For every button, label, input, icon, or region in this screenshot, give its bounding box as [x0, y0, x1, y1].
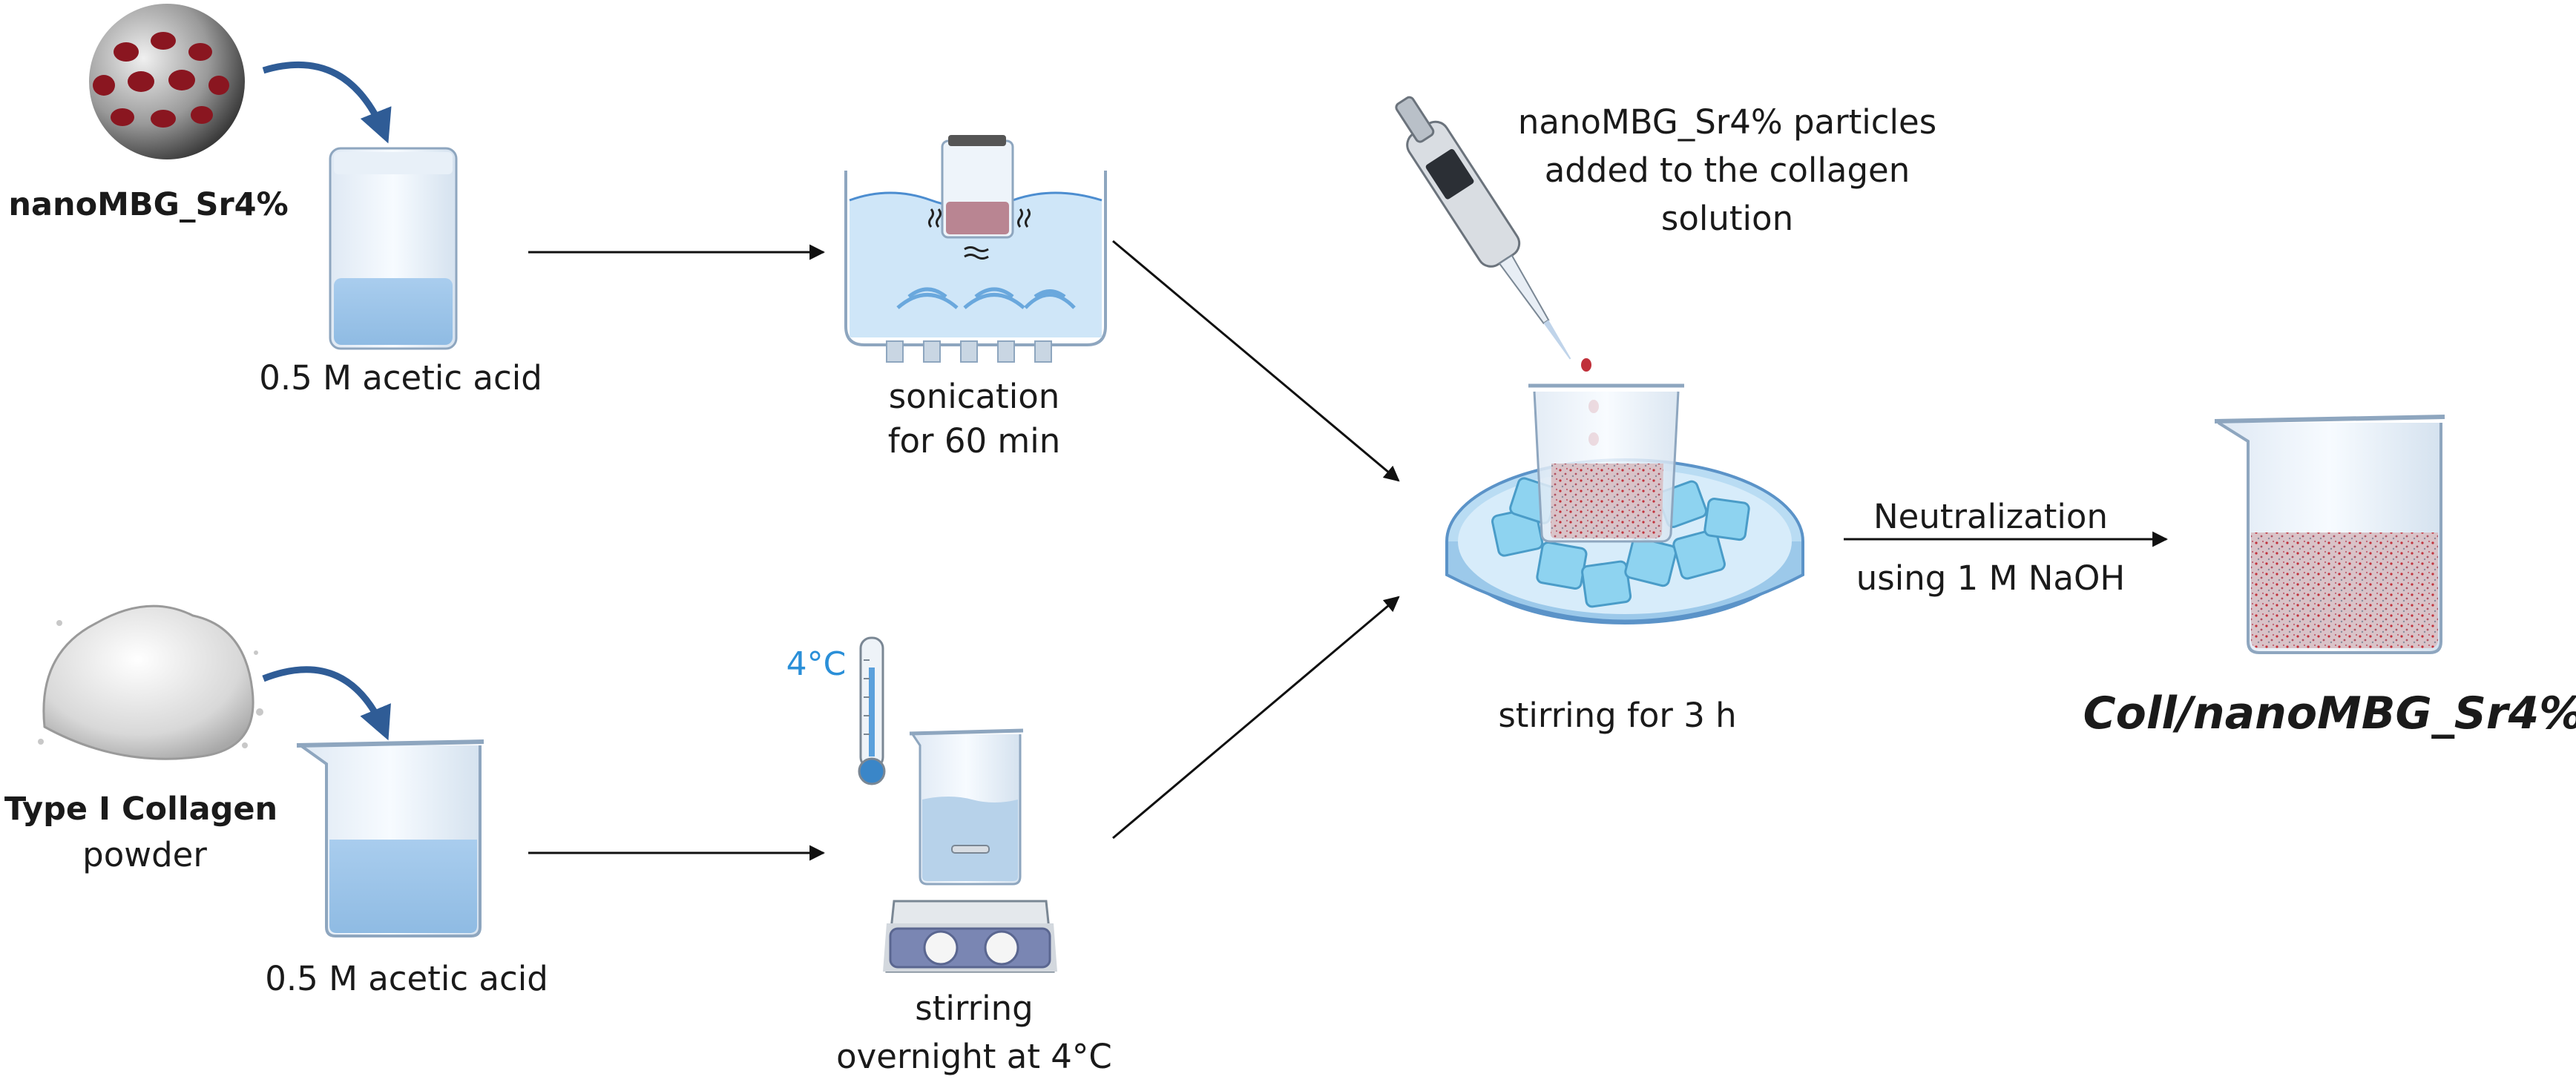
- ice-bath-beaker-icon: [1445, 383, 1804, 624]
- curved-arrow-icon: [262, 62, 392, 144]
- collagen-label-line2: powder: [82, 835, 207, 874]
- acetic-acid-label-bottom: 0.5 M acetic acid: [265, 959, 548, 998]
- collagen-label-line1: Type I Collagen: [4, 791, 277, 828]
- sonication-label-line1: sonication: [889, 377, 1060, 416]
- arrow-stirrer-to-mixing: [1112, 596, 1400, 840]
- stirring-label-line2: overnight at 4°C: [836, 1037, 1112, 1076]
- particles-label-line2: added to the collagen: [1545, 151, 1910, 190]
- nanomaterial-label: nanoMBG_Sr4%: [8, 186, 288, 223]
- collagen-powder-icon: [38, 604, 263, 760]
- magnetic-stirrer-icon: [883, 728, 1057, 973]
- acetic-acid-label-top: 0.5 M acetic acid: [259, 358, 542, 398]
- neutralization-label: Neutralization: [1873, 497, 2108, 536]
- curved-arrow-collagen-icon: [262, 666, 391, 741]
- particles-label-line1: nanoMBG_Sr4% particles: [1518, 102, 1936, 142]
- temperature-label: 4°C: [786, 645, 847, 683]
- arrow-sonication-to-mixing: [1112, 240, 1400, 482]
- nanomaterial-sphere-icon: [89, 4, 245, 159]
- thermometer-icon: [858, 636, 886, 785]
- sonication-bath-icon: [844, 135, 1107, 363]
- beaker-acid-bottom-icon: [296, 739, 484, 937]
- pipette-icon: [1395, 96, 1571, 360]
- stirring-3h-label: stirring for 3 h: [1498, 696, 1736, 735]
- naoh-label: using 1 M NaOH: [1856, 558, 2125, 598]
- particles-label-line3: solution: [1661, 199, 1793, 238]
- sonication-label-line2: for 60 min: [888, 421, 1061, 461]
- final-beaker-icon: [2214, 415, 2445, 654]
- stirring-label-line1: stirring: [915, 989, 1033, 1028]
- final-product-label: Coll/nanoMBG_Sr4%: [2083, 688, 2576, 739]
- jar-icon: [329, 147, 458, 350]
